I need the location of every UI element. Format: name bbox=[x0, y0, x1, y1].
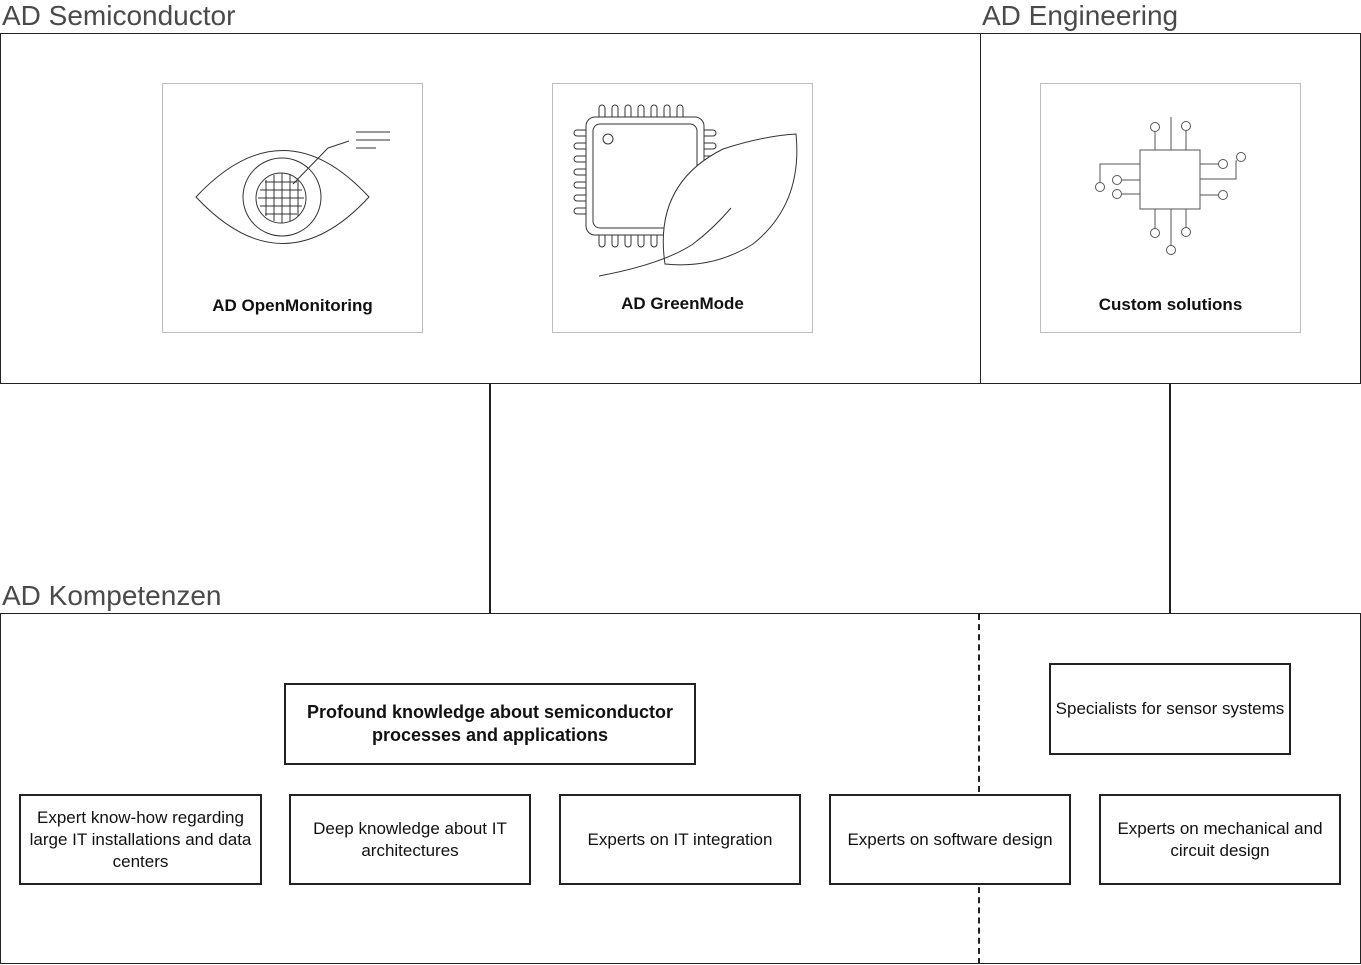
competence-semiconductor-processes: Profound knowledge about semiconductor p… bbox=[284, 683, 696, 765]
competence-software-design: Experts on software design bbox=[829, 794, 1071, 885]
section-title-kompetenzen: AD Kompetenzen bbox=[2, 580, 222, 611]
product-label-custom: Custom solutions bbox=[1098, 295, 1243, 314]
semiconductor-frame bbox=[0, 33, 981, 384]
product-label-openmonitoring: AD OpenMonitoring bbox=[212, 296, 373, 315]
product-card-custom[interactable]: Custom solutions bbox=[1040, 83, 1301, 333]
competence-it-architectures: Deep knowledge about IT architectures bbox=[289, 794, 531, 885]
connector-semiconductor bbox=[489, 384, 491, 614]
product-card-openmonitoring[interactable]: AD OpenMonitoring bbox=[162, 83, 423, 333]
circuit-chip-icon bbox=[1095, 117, 1246, 255]
section-title-engineering: AD Engineering bbox=[982, 0, 1179, 31]
competence-sensor-systems: Specialists for sensor systems bbox=[1049, 663, 1291, 755]
competence-mechanical-circuit: Experts on mechanical and circuit design bbox=[1099, 794, 1341, 885]
connector-engineering bbox=[1169, 384, 1171, 614]
divider-dashed bbox=[978, 614, 980, 964]
product-card-greenmode[interactable]: AD GreenMode bbox=[552, 83, 813, 333]
product-label-greenmode: AD GreenMode bbox=[621, 294, 744, 313]
section-title-semiconductor: AD Semiconductor bbox=[2, 0, 236, 31]
competence-it-integration: Experts on IT integration bbox=[559, 794, 801, 885]
chip-leaf-icon bbox=[573, 104, 798, 277]
eye-chip-icon bbox=[195, 131, 390, 244]
competence-it-installations: Expert know-how regarding large IT insta… bbox=[19, 794, 262, 885]
